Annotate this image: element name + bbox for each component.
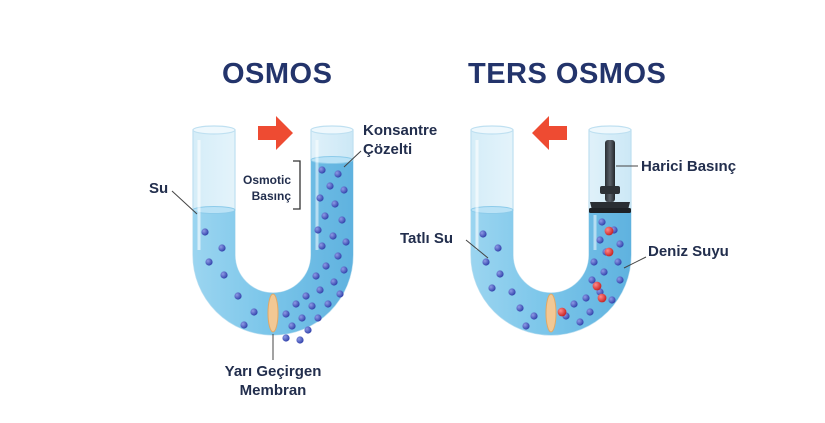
salt-molecule [604,247,614,257]
membrane-label-line1: Yarı Geçirgen [224,363,322,380]
water-molecule [516,304,524,312]
water-molecule [220,271,228,279]
water-molecule [588,276,596,284]
water-molecule [608,296,616,304]
water-molecule [338,216,346,224]
water-molecule [340,186,348,194]
water-molecule [326,182,334,190]
water-molecule [288,322,296,330]
water-molecule [482,258,490,266]
osmotic-pressure-label-line1: Osmotic [242,173,291,187]
water-label: Su [149,180,169,197]
water-molecule [340,266,348,274]
fresh-water-label: Tatlı Su [400,230,454,247]
water-molecule [234,292,242,300]
water-molecule [312,272,320,280]
reverse-osmosis-title: TERS OSMOS [468,58,667,90]
membrane-label-line2: Membran [239,382,307,399]
osmosis-leader-lines [171,150,362,360]
water-molecule [342,238,350,246]
osmosis-u-tube [192,125,354,344]
water-molecule [576,318,584,326]
water-molecule [494,244,502,252]
salt-molecule [604,226,614,236]
water-molecule [334,252,342,260]
water-molecule [318,166,326,174]
sea-water-label: Deniz Suyu [648,243,729,260]
water-molecule [586,308,594,316]
water-molecule [298,314,306,322]
water-molecule [314,314,322,322]
water-molecule [308,302,316,310]
concentrate-label: Konsantre Çözelti [363,121,437,159]
concentrate-label-line1: Konsantre [363,122,438,139]
membrane-label: Yarı Geçirgen Membran [203,362,343,400]
water-molecule [590,258,598,266]
membrane-icon [267,293,279,333]
water-molecule [304,326,312,334]
arrow-left-icon [532,116,567,150]
reverse-osmosis-molecules [479,218,624,330]
external-pressure-label: Harici Basınç [641,158,737,175]
water-molecule [330,278,338,286]
water-molecule [336,290,344,298]
water-molecule [218,244,226,252]
water-molecule [314,226,322,234]
membrane-icon [545,293,557,333]
piston-icon [589,140,631,213]
salt-molecule [557,307,567,317]
reverse-osmosis-u-tube [470,125,632,336]
water-molecule [282,334,290,342]
water-molecule [614,258,622,266]
osmosis-molecules [201,166,350,344]
reverse-osmosis-leader-lines [465,165,647,269]
water-molecule [316,286,324,294]
water-molecule [488,284,496,292]
water-molecule [598,218,606,226]
water-molecule [479,230,487,238]
water-molecule [331,200,339,208]
water-molecule [201,228,209,236]
water-molecule [496,270,504,278]
water-molecule [250,308,258,316]
water-molecule [600,268,608,276]
salt-molecule [597,293,607,303]
water-molecule [296,336,304,344]
salt-molecule [592,281,602,291]
water-molecule [530,312,538,320]
water-molecule [318,242,326,250]
water-molecule [292,300,300,308]
water-molecule [321,212,329,220]
water-molecule [596,236,604,244]
water-molecule [282,310,290,318]
osmotic-pressure-label: Osmotic Basınç [235,172,291,204]
water-molecule [582,294,590,302]
water-molecule [240,321,248,329]
water-molecule [616,276,624,284]
osmotic-pressure-label-line2: Basınç [251,189,291,203]
arrow-right-icon [258,116,293,150]
water-molecule [322,262,330,270]
water-molecule [508,288,516,296]
water-molecule [205,258,213,266]
water-molecule [570,300,578,308]
water-molecule [616,240,624,248]
concentrate-label-line2: Çözelti [363,141,413,158]
osmotic-pressure-bracket [293,160,301,210]
water-molecule [329,232,337,240]
water-molecule [324,300,332,308]
water-molecule [316,194,324,202]
water-molecule [302,292,310,300]
water-molecule [334,170,342,178]
osmosis-title: OSMOS [222,58,333,90]
water-molecule [522,322,530,330]
